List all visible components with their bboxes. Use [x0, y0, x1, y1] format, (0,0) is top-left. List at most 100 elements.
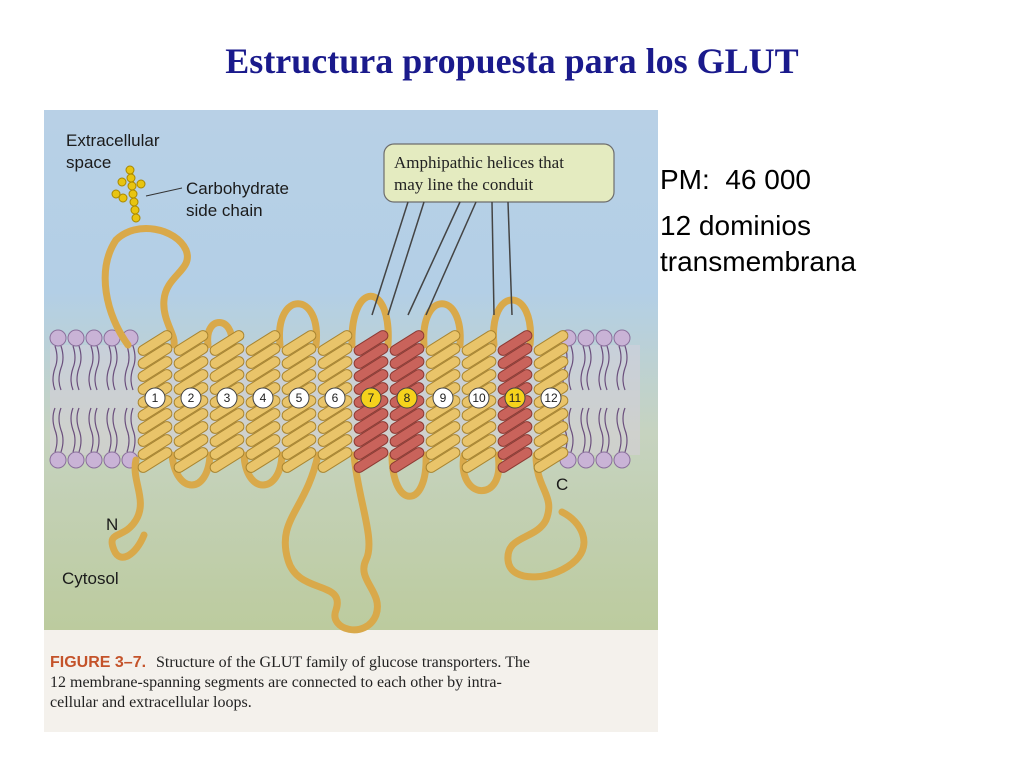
helix-number-badge	[360, 387, 382, 409]
lipid-tail	[604, 345, 610, 391]
helix-turn	[497, 434, 533, 460]
helix-turn	[281, 447, 317, 473]
helix-number-badge	[288, 387, 310, 409]
helix-turn	[533, 421, 569, 447]
helix-number-badge	[216, 387, 238, 409]
helix-turn	[425, 343, 461, 369]
helix-number-label: 1	[152, 391, 159, 405]
helix-turn	[245, 434, 281, 460]
helix-turn	[533, 447, 569, 473]
helix-turn	[317, 434, 353, 460]
helix-number-label: 10	[472, 391, 486, 405]
helix-12: 12	[533, 330, 569, 473]
lipid-tail	[616, 407, 622, 453]
helix-number-label: 5	[296, 391, 303, 405]
helix-turn	[461, 343, 497, 369]
helix-turn	[461, 434, 497, 460]
caption-background	[44, 630, 658, 732]
lipid-tail	[124, 345, 130, 391]
helix-number-badge	[324, 387, 346, 409]
lipid-tail	[568, 407, 574, 453]
transmembrane-domains: 12 dominios transmembrana	[660, 210, 857, 277]
callout-text-line2: may line the conduit	[394, 175, 534, 194]
helix-turn	[497, 343, 533, 369]
slide-title: Estructura propuesta para los GLUT	[225, 41, 799, 81]
helix-turn	[425, 447, 461, 473]
helix-turn	[389, 369, 425, 395]
c-terminal-tail	[504, 451, 588, 581]
lipid-head	[85, 451, 103, 469]
lipid-head	[613, 329, 631, 347]
helix-turn	[137, 408, 173, 434]
helix-turn	[209, 356, 245, 382]
extracellular-loop-7-8	[348, 292, 392, 349]
helix-turn	[281, 330, 317, 356]
callout-text-line1: Amphipathic helices that	[394, 153, 564, 172]
figure-caption-line2: 12 membrane-spanning segments are connec…	[50, 674, 502, 691]
helix-number-badge	[252, 387, 274, 409]
helix-turn	[281, 408, 317, 434]
lipid-head	[595, 451, 613, 469]
helix-turn	[317, 343, 353, 369]
helix-turn	[209, 434, 245, 460]
lipid-head	[577, 329, 595, 347]
helix-turn	[389, 356, 425, 382]
helix-turn	[317, 356, 353, 382]
helix-turn	[353, 343, 389, 369]
helix-turn	[389, 434, 425, 460]
helix-10: 10	[461, 330, 497, 473]
helix-number-label: 4	[260, 391, 267, 405]
lipid-tail	[616, 345, 622, 391]
helix-turn	[173, 434, 209, 460]
helix-turn	[209, 447, 245, 473]
carbohydrate-label-line1: Carbohydrate	[186, 179, 289, 198]
extracellular-loop-9-10	[420, 300, 464, 349]
helix-turn	[209, 408, 245, 434]
helix-turn	[245, 447, 281, 473]
lipid-tail	[622, 407, 628, 453]
helix-number-label: 6	[332, 391, 339, 405]
lipid-tail	[58, 407, 64, 453]
carbohydrate-label-line2: side chain	[186, 201, 263, 220]
helix-turn	[317, 369, 353, 395]
helix-turn	[245, 343, 281, 369]
lipid-tail	[106, 407, 112, 453]
helix-turn	[353, 434, 389, 460]
lipid-bilayer	[49, 329, 631, 469]
protein-info: PM: 46 000 12 dominios transmembrana	[660, 162, 1010, 280]
helix-turn	[533, 343, 569, 369]
helix-turn	[173, 343, 209, 369]
helix-5: 5	[281, 330, 317, 473]
molecular-weight: PM: 46 000	[660, 164, 811, 195]
helix-turn	[497, 421, 533, 447]
helix-number-label: 9	[440, 391, 447, 405]
lipid-tail	[94, 407, 100, 453]
helix-number-label: 8	[404, 391, 411, 405]
helix-turn	[425, 434, 461, 460]
helix-turn	[533, 330, 569, 356]
helix-turn	[461, 421, 497, 447]
lipid-tail	[76, 345, 82, 391]
helix-number-label: 12	[544, 391, 558, 405]
helix-turn	[281, 369, 317, 395]
helix-2: 2	[173, 330, 209, 473]
lipid-tail	[580, 345, 586, 391]
helix-turn	[497, 369, 533, 395]
helix-number-badge	[396, 387, 418, 409]
helix-turn	[173, 447, 209, 473]
helix-4: 4	[245, 330, 281, 473]
helix-turn	[137, 343, 173, 369]
helix-turn	[137, 447, 173, 473]
carbohydrate-chain	[111, 165, 146, 223]
extracellular-loop-1-2	[101, 225, 191, 349]
helix-turn	[317, 408, 353, 434]
helix-turn	[533, 356, 569, 382]
helix-turn	[137, 421, 173, 447]
helix-turn	[173, 356, 209, 382]
cytosol-label: Cytosol	[62, 569, 119, 588]
lipid-tail	[598, 407, 604, 453]
helix-turn	[389, 421, 425, 447]
lipid-head	[85, 329, 103, 347]
